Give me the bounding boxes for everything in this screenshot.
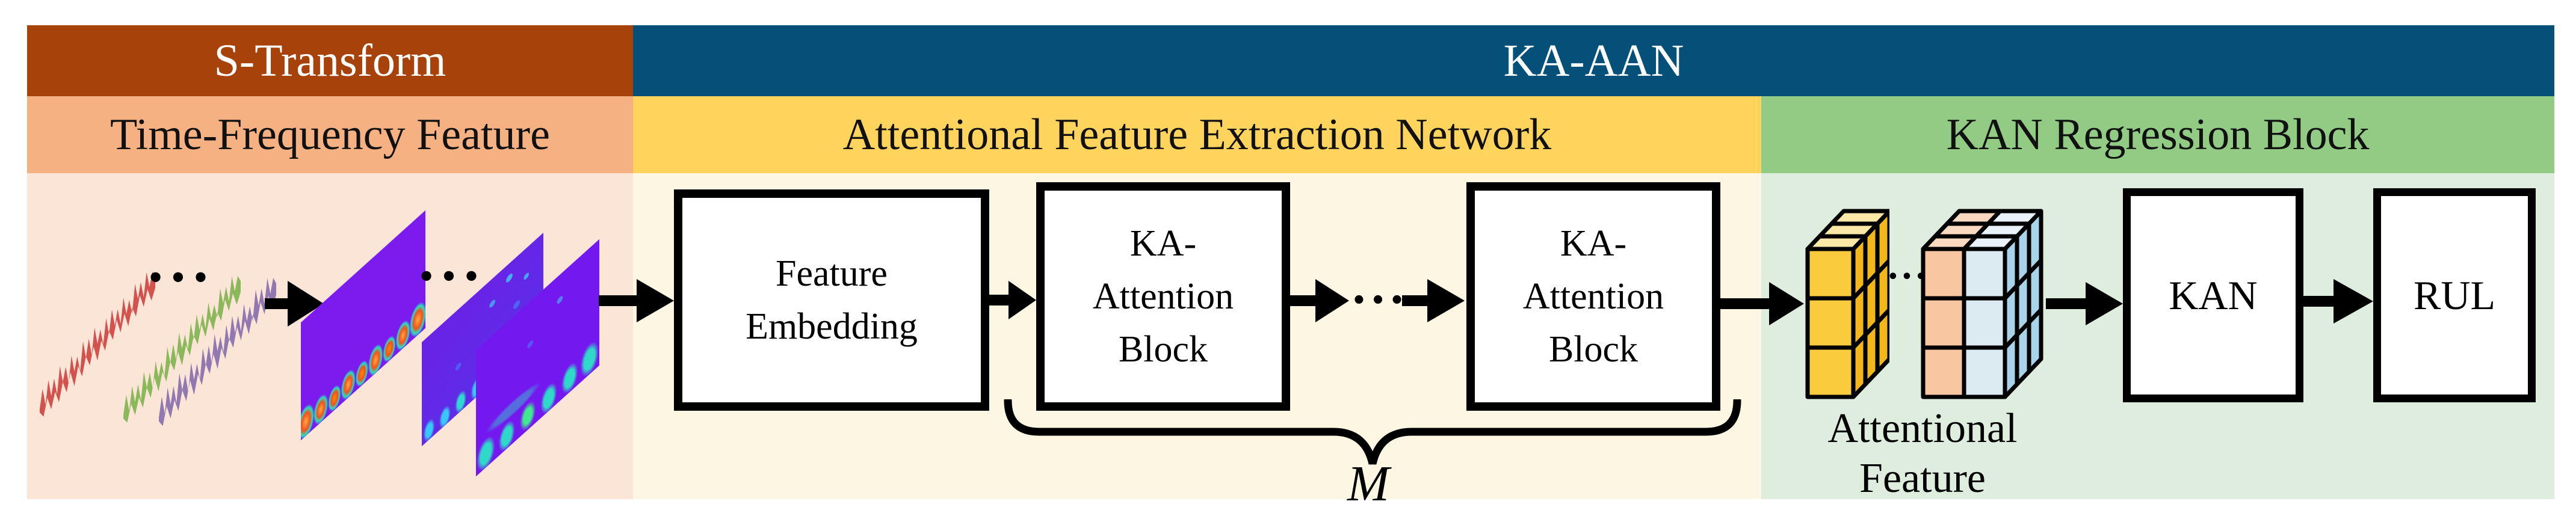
flow-arrow-shaft — [2046, 298, 2086, 309]
tensors-ellipsis-dots: ••• — [1887, 266, 1929, 287]
afen-band: Attentional Feature Extraction Network — [633, 96, 1761, 173]
attentional-feature-line1: Attentional — [1827, 405, 2018, 452]
ka-attention-2-line3: Block — [1548, 329, 1639, 370]
repeat-brace — [1004, 399, 1741, 465]
flow-arrow-head — [1427, 279, 1465, 322]
feature-embedding-line1: Feature — [776, 253, 888, 294]
ka-attention-1-line1: KA- — [1129, 223, 1197, 264]
ka-attention-1-line3: Block — [1118, 329, 1208, 370]
flow-arrow-head — [637, 279, 674, 322]
flow-arrow-head — [2086, 282, 2123, 325]
flow-arrow-shaft — [1290, 295, 1315, 306]
signals-ellipsis-dots: ••• — [146, 262, 215, 294]
kan-box: KAN — [2123, 188, 2303, 402]
flow-arrow-head — [1008, 281, 1036, 319]
rul-box: RUL — [2373, 188, 2536, 402]
flow-arrow-head — [1315, 279, 1349, 322]
s-transform-header: S-Transform — [27, 25, 633, 96]
ka-attention-2-line2: Attention — [1522, 275, 1664, 317]
afen-band-label: Attentional Feature Extraction Network — [842, 109, 1552, 159]
repeat-count-label: M — [1347, 456, 1389, 512]
ka-attention-block-1: KA- Attention Block — [1036, 182, 1290, 411]
flow-arrow-shaft — [989, 295, 1008, 305]
flow-arrow-shaft — [599, 295, 637, 306]
feature-embedding-box: Feature Embedding — [674, 189, 989, 411]
ka-aan-header-label: KA-AAN — [1503, 35, 1684, 86]
ka-aan-header: KA-AAN — [633, 25, 2554, 96]
attentional-feature-tensor-yellow — [1805, 209, 1889, 399]
ka-attention-2-line1: KA- — [1560, 223, 1627, 264]
flow-arrow-shaft — [1720, 298, 1769, 309]
ka-attention-block-2: KA- Attention Block — [1466, 182, 1720, 411]
blocks-ellipsis-dots: ••• — [1351, 287, 1409, 315]
flow-arrow-shaft — [1402, 295, 1427, 306]
ka-attention-1-line2: Attention — [1092, 275, 1234, 317]
attentional-feature-tensor-blue — [1921, 209, 2043, 399]
spectrograms-ellipsis-dots: ••• — [417, 260, 486, 293]
kan-label: KAN — [2169, 272, 2258, 318]
rul-label: RUL — [2414, 272, 2495, 318]
s-transform-header-label: S-Transform — [214, 35, 446, 86]
time-frequency-band-label: Time-Frequency Feature — [110, 109, 550, 159]
flow-arrow-head — [2334, 279, 2373, 324]
attentional-feature-line2: Feature — [1859, 455, 1986, 502]
kan-regression-band-label: KAN Regression Block — [1946, 109, 2370, 159]
attentional-feature-label: Attentional Feature — [1781, 404, 2064, 503]
flow-arrow-head — [1769, 282, 1804, 325]
kan-regression-band: KAN Regression Block — [1761, 96, 2554, 173]
feature-embedding-line2: Embedding — [746, 306, 918, 347]
flow-arrow-shaft — [2303, 296, 2334, 307]
flow-arrow-shaft — [265, 298, 290, 309]
time-frequency-band: Time-Frequency Feature — [27, 96, 633, 173]
